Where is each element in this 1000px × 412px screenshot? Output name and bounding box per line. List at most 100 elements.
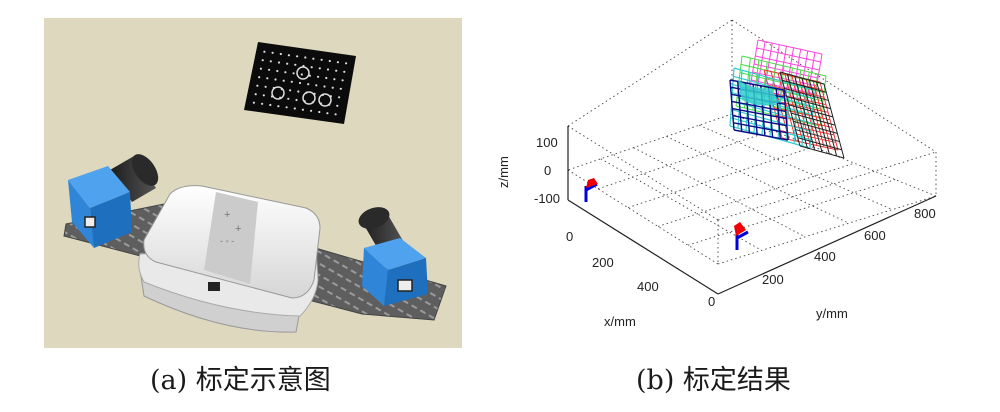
board-dot — [318, 110, 321, 114]
calibration-target-grids — [729, 39, 845, 159]
calibration-schematic: + + - ◦ - — [44, 18, 462, 348]
board-dot — [290, 80, 293, 83]
floor-grid-line — [597, 129, 773, 190]
floor-grid-line — [699, 124, 893, 211]
board-dot — [345, 62, 348, 65]
target-grid-black — [779, 71, 845, 159]
board-dot — [325, 76, 328, 80]
board-dot — [263, 50, 266, 53]
board-dot — [271, 51, 274, 54]
x-axis-line — [567, 199, 719, 295]
board-dot — [310, 109, 313, 112]
board-dot — [336, 104, 339, 107]
y-tick-800: 800 — [914, 206, 936, 221]
board-dot — [304, 56, 307, 59]
y-tick-0: 0 — [708, 294, 715, 309]
board-dot — [269, 60, 272, 63]
z-tick-0: 0 — [544, 163, 551, 178]
board-dot — [282, 79, 285, 82]
camera-frame-right — [734, 222, 749, 250]
board-dot — [295, 98, 298, 102]
calibration-board — [244, 42, 356, 124]
board-dot — [317, 75, 320, 78]
board-dot — [258, 76, 261, 79]
board-dot — [339, 87, 342, 90]
board-dot — [285, 106, 288, 109]
board-dot — [334, 113, 337, 116]
box-line — [567, 19, 733, 127]
board-dot — [333, 78, 336, 81]
board-dot — [256, 84, 259, 87]
board-dot — [262, 94, 265, 97]
board-dot — [289, 89, 292, 92]
board-dot — [307, 83, 310, 86]
floor-grid-line — [687, 179, 896, 246]
x-tick-200: 200 — [592, 255, 614, 270]
svg-text:+: + — [235, 223, 241, 235]
calibration-result-plot: 100 0 -100 z/mm 0 200 400 x/mm 0 200 400… — [480, 10, 980, 350]
x-tick-0: 0 — [566, 229, 573, 244]
board-dot — [261, 59, 264, 62]
box-line — [731, 113, 937, 197]
floor-grid-line — [600, 158, 762, 251]
board-dot — [266, 77, 269, 80]
board-dot — [318, 67, 321, 70]
caption-b: (b) 标定结果 — [636, 365, 791, 396]
board-marker-ring — [302, 91, 316, 105]
board-dot — [331, 86, 334, 89]
board-dot — [336, 61, 339, 64]
board-dot — [264, 85, 267, 88]
box-line — [717, 195, 937, 265]
board-dot — [293, 107, 296, 110]
caption-a: (a) 标定示意图 — [150, 365, 331, 396]
board-dot — [294, 63, 297, 66]
board-dot — [268, 68, 271, 71]
board-dot — [315, 84, 318, 87]
board-dot — [286, 62, 289, 65]
floor-grid-line — [627, 146, 814, 209]
board-dot — [292, 72, 295, 75]
target-grid-magenta — [749, 39, 823, 103]
board-dot — [335, 69, 338, 72]
z-tick-100: 100 — [536, 135, 558, 150]
board-dot-grid — [252, 50, 348, 116]
board-marker-ring — [318, 93, 332, 107]
y-tick-600: 600 — [864, 228, 886, 243]
board-dot — [259, 67, 262, 70]
board-dot — [284, 71, 287, 74]
board-dot — [276, 69, 279, 73]
y-axis-label: y/mm — [816, 306, 848, 321]
x-axis-label: x/mm — [604, 314, 636, 329]
board-dot — [254, 93, 257, 96]
board-dot — [312, 57, 315, 60]
y-axis-line — [717, 195, 937, 295]
board-dot — [328, 59, 331, 63]
board-dot — [338, 96, 341, 99]
z-axis-label: z/mm — [496, 156, 511, 188]
board-dot — [252, 101, 255, 104]
target-highlight — [738, 80, 780, 106]
board-dot — [298, 81, 302, 85]
board-dot — [296, 55, 299, 58]
y-tick-400: 400 — [814, 249, 836, 264]
x-tick-400: 400 — [637, 279, 659, 294]
board-marker-ring — [271, 86, 285, 100]
board-dot — [341, 79, 344, 82]
board-dot — [261, 102, 264, 105]
board-dot — [310, 66, 313, 69]
svg-text:+: + — [224, 209, 230, 221]
plot-box-grid — [567, 19, 937, 295]
camera-frame-left — [584, 178, 598, 202]
right-camera — [358, 207, 428, 306]
board-dot — [326, 68, 330, 71]
board-dot — [279, 52, 282, 56]
board-dot — [297, 90, 300, 93]
board-dot — [274, 78, 277, 81]
floor-grid-line — [657, 162, 855, 227]
board-dot — [323, 85, 326, 88]
board-dot — [277, 61, 281, 64]
z-tick-minus-100: -100 — [534, 191, 560, 206]
board-dot — [277, 105, 280, 108]
board-dot — [301, 108, 304, 111]
box-line — [567, 125, 719, 221]
